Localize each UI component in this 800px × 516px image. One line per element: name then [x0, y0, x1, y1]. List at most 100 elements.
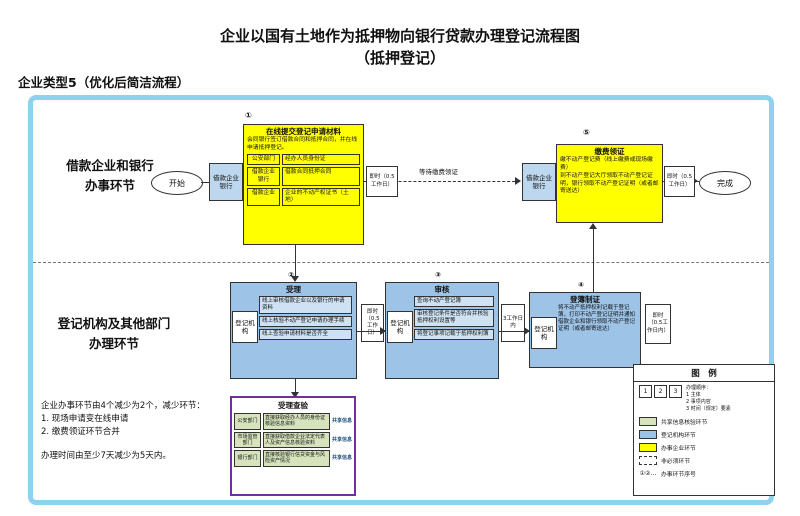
material-item: 经办人员身份证 [282, 154, 360, 166]
check-desc: 直接核验银行信贷资金与风险资产情况 [263, 450, 330, 467]
step-accept-title: 受理 [286, 285, 301, 294]
lane-bottom-line1: 登记机构及其他部门 [57, 316, 171, 331]
note-line: 企业办事环节由4个减少为2个，减少环节： [41, 401, 205, 411]
step-pay-box: 缴费领证 缴不动产登记费（线上缴费或现场缴费） 到不动产登记大厅领取不动产登记证… [556, 144, 663, 223]
accept-review-arrowhead [380, 327, 386, 335]
accept-item: 线上审核借款企业以及银行的申请资料 [259, 296, 352, 314]
step-certify-box: 登簿制证 登记机构 将不动产抵押权利记载于登记簿，打印不动产登记证明并通知借款企… [529, 292, 641, 368]
step-number-4: ④ [578, 281, 584, 289]
review-certify-line [499, 331, 529, 332]
legend-entry-label: 共享信息核验环节 [661, 420, 708, 426]
material-item: 借款合同抵押合同 [282, 167, 360, 186]
time-label-finish: 即时（0.5工作日） [664, 166, 695, 197]
step-number-1: ① [245, 111, 252, 120]
legend-entry: 办事企业环节 [639, 443, 769, 452]
legend-entry-label: 非必须环节 [661, 459, 690, 465]
wait-label: 等待缴费领证 [419, 168, 458, 176]
actor-registry-review: 登记机构 [387, 311, 413, 343]
lane-label-top: 借款企业和银行 办事环节 [49, 156, 171, 196]
check-desc: 直接获取借款企业法定代表人及资产信息核验资料 [263, 431, 330, 448]
check-tag: 共享信息 [332, 436, 353, 443]
arrowhead-down-accept [291, 276, 299, 282]
diagram-frame: 借款企业和银行 办事环节 登记机构及其他部门 办理环节 开始 借款企业银行 ① … [28, 95, 775, 505]
lane-top-line2: 办事环节 [84, 178, 135, 193]
arrowhead-down-check [291, 392, 299, 398]
check-dept: 公安部门 [234, 413, 261, 430]
step-certify-title: 登簿制证 [570, 295, 600, 304]
actor-borrower-bank-2: 借款企业银行 [522, 163, 556, 201]
title-line2: （抵押登记） [354, 48, 445, 67]
time-label-review: 3工作日内 [501, 304, 525, 342]
lane-divider [33, 262, 769, 263]
legend-order-boxes: 1 2 3 [639, 385, 682, 398]
lane-label-bottom: 登记机构及其他部门 办理环节 [39, 314, 189, 354]
note-line: 1. 现场申请变在线申请 [41, 414, 129, 425]
step-number-2: ② [288, 271, 294, 279]
step-number-5: ⑤ [583, 128, 590, 137]
legend-order-text: 办理顺序： 1 主体 2 事项内容 3 时间（规定）要素 [686, 385, 731, 413]
lane-top-line1: 借款企业和银行 [66, 158, 154, 173]
check-row: 公安部门 直接获取经办人员的身份证核验信息资料 共享信息 [234, 413, 352, 430]
step-pay-desc1: 缴不动产登记费（线上缴费或现场缴费） [560, 157, 653, 171]
step-certify-desc: 将不动产抵押权利记载于登记簿，打印不动产登记证明并通知借款企业和银行领取不动产登… [558, 305, 636, 333]
lane-bottom-line2: 办理环节 [88, 336, 139, 351]
connector-accept-check [295, 379, 296, 396]
wait-arrowhead [515, 177, 521, 185]
material-item: 企业的不动产权证书（土地） [282, 187, 360, 207]
material-provider: 借款企业 [247, 187, 280, 207]
legend-order-line: 3 时间（规定）要素 [686, 406, 731, 412]
check-title: 受理查验 [278, 401, 308, 410]
check-desc: 直接获取经办人员的身份证核验信息资料 [263, 413, 330, 430]
legend-body: 1 2 3 办理顺序： 1 主体 2 事项内容 3 时间（规定）要素 共享信息核… [634, 382, 774, 481]
page-title: 企业以国有土地作为抵押物向银行贷款办理登记流程图 （抵押登记） [0, 26, 800, 70]
legend-entry: 登记机构环节 [639, 430, 769, 439]
legend-order-line: 办理顺序： [686, 385, 712, 391]
time-label-submit: 即时（0.5工作日） [366, 166, 398, 197]
legend-number-symbol: ①②… [639, 470, 657, 477]
legend-swatch-dashed [639, 456, 657, 465]
step-pay-desc2: 到不动产登记大厅领取不动产登记证明，银行领取不动产登记证明（或者邮寄送达） [560, 173, 659, 195]
accept-item: 线上核验不动产登记申请办理手续 [259, 315, 352, 327]
legend-entry: 共享信息核验环节 [639, 417, 769, 426]
step-submit-desc: 会同银行签订借款合同和抵押合同，并在线申请抵押登记。 [247, 137, 358, 151]
accept-review-line [357, 331, 385, 332]
check-dept: 银行部门 [234, 450, 261, 467]
material-row: 借款企业 企业的不动产权证书（土地） [247, 187, 360, 207]
material-provider: 公安部门 [247, 154, 280, 166]
legend-order-box: 3 [669, 385, 682, 398]
legend-entry: ①②… 办事环节序号 [639, 469, 769, 478]
check-box: 受理查验 公安部门 直接获取经办人员的身份证核验信息资料 共享信息 市场监管部门… [230, 396, 356, 496]
legend-title: 图 例 [634, 365, 774, 382]
material-row: 公安部门 经办人员身份证 [247, 154, 360, 166]
review-certify-arrowhead [524, 327, 530, 335]
legend-order-box: 1 [639, 385, 652, 398]
finish-arrowhead [692, 177, 698, 185]
legend-order-line: 2 事项内容 [686, 399, 711, 405]
review-item: 将登记事项记载于抵押权利簿 [414, 328, 494, 340]
review-items: 查询不动产登记簿 审核登记条件是否符合并核验抵押权利设置等 将登记事项记载于抵押… [414, 296, 494, 340]
legend: 图 例 1 2 3 办理顺序： 1 主体 2 事项内容 3 时间（规定）要素 [633, 364, 775, 496]
connector-start [201, 182, 209, 183]
review-item: 审核登记条件是否符合并核验抵押权利设置等 [414, 308, 494, 327]
step-submit-title: 在线提交登记申请材料 [266, 127, 341, 136]
material-row: 借款企业银行 借款合同抵押合同 [247, 167, 360, 186]
time-label-certify: 即时（0.5工作日内） [645, 304, 671, 344]
legend-swatch-blue [639, 430, 657, 439]
material-provider: 借款企业银行 [247, 167, 280, 186]
step-submit-box: 在线提交登记申请材料 会同银行签订借款合同和抵押合同，并在线申请抵押登记。 公安… [243, 124, 364, 245]
connector-submit-accept [295, 245, 296, 279]
accept-item: 线上查验申请材料是否齐全 [259, 328, 352, 340]
actor-registry-certify: 登记机构 [531, 317, 557, 349]
review-item: 查询不动产登记簿 [414, 296, 494, 307]
legend-order: 1 2 3 办理顺序： 1 主体 2 事项内容 3 时间（规定）要素 [639, 385, 769, 413]
note-line: 2. 缴费领证环节合并 [41, 427, 120, 438]
step-review-box: 审核 登记机构 查询不动产登记簿 审核登记条件是否符合并核验抵押权利设置等 将登… [385, 282, 499, 379]
check-dept: 市场监管部门 [234, 431, 261, 448]
time-label-accept: 即时（0.5工作日） [361, 304, 384, 342]
title-line1: 企业以国有土地作为抵押物向银行贷款办理登记流程图 [219, 27, 580, 45]
legend-order-line: 1 主体 [686, 392, 701, 398]
actor-borrower-bank-1: 借款企业银行 [209, 163, 243, 201]
check-row: 市场监管部门 直接获取借款企业法定代表人及资产信息核验资料 共享信息 [234, 431, 353, 448]
start-node: 开始 [151, 171, 203, 195]
check-tag: 共享信息 [332, 455, 353, 462]
